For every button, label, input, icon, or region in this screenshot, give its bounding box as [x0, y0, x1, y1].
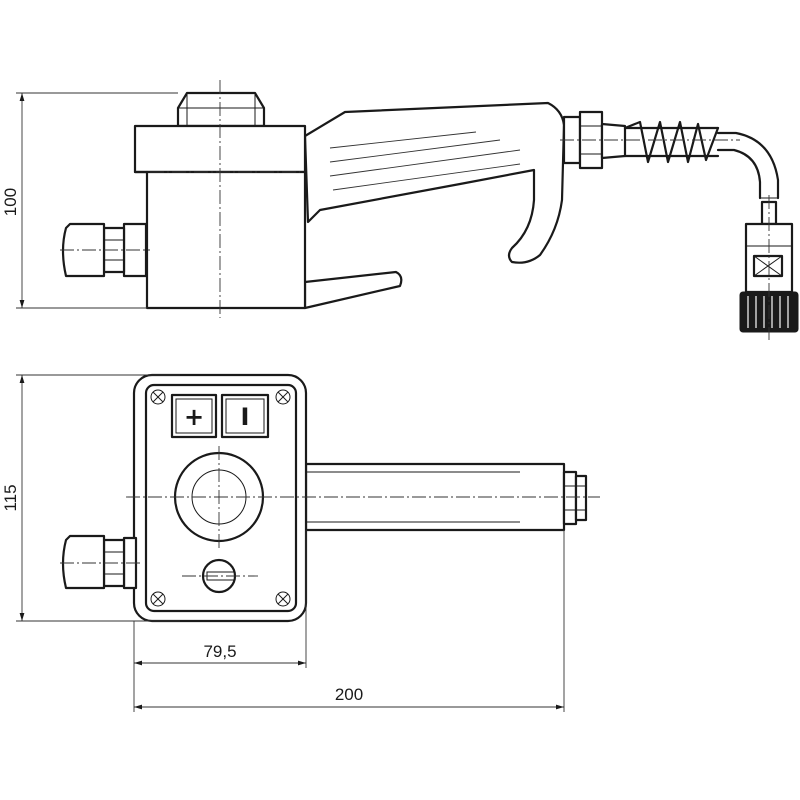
front-housing	[132, 373, 308, 623]
cable	[716, 131, 780, 200]
screw-icon	[150, 389, 166, 405]
plus-button: +	[170, 393, 218, 439]
plus-symbol: +	[184, 403, 204, 431]
front-emergency-button	[61, 534, 138, 590]
screw-icon	[275, 389, 291, 405]
on-button: I	[220, 393, 270, 439]
on-symbol: I	[241, 403, 250, 431]
dimension-width-box: 79,5	[133, 530, 307, 712]
corner-screws	[150, 389, 291, 607]
dim-label-115: 115	[1, 484, 20, 511]
front-view: + I	[60, 373, 600, 623]
side-housing	[133, 124, 307, 310]
top-knob	[176, 91, 266, 128]
dim-label-79-5: 79,5	[203, 642, 236, 661]
dimension-height-front: 115	[1, 374, 180, 622]
dimension-height-side: 100	[1, 92, 178, 309]
dim-label-100: 100	[1, 188, 20, 216]
cable-spring	[623, 120, 720, 164]
screw-icon	[150, 591, 166, 607]
dimension-width-total: 200	[134, 530, 565, 712]
grip-handle	[303, 101, 566, 310]
front-panel	[144, 383, 298, 613]
screw-icon	[275, 591, 291, 607]
side-view	[60, 80, 799, 340]
dim-label-200: 200	[335, 685, 363, 704]
